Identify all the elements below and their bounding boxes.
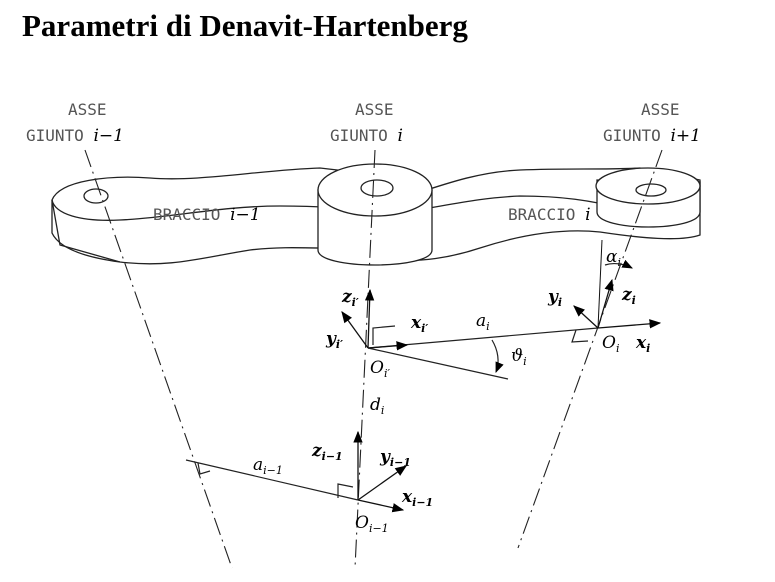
robot-links bbox=[51, 163, 701, 266]
origin-label-i-prime: Oi′ bbox=[370, 358, 390, 380]
axis-line-i-plus-1 bbox=[517, 149, 663, 549]
joint-hole-i-minus-1 bbox=[83, 188, 109, 204]
common-normal-a-prev bbox=[185, 459, 359, 501]
axis-line-i-minus-1 bbox=[84, 149, 233, 569]
origin-label-i-minus-1: Oi−1 bbox=[355, 513, 389, 535]
x-label-i-minus-1: xi−1 bbox=[401, 487, 433, 509]
y-axis-i-minus-1 bbox=[357, 465, 407, 501]
param-a: ai bbox=[476, 311, 490, 333]
axis-label-line2-i-minus-1: GIUNTO i−1 bbox=[26, 126, 124, 146]
y-label-i: yi bbox=[547, 287, 562, 309]
x-axis-i bbox=[597, 319, 662, 329]
alpha-arc bbox=[604, 259, 633, 269]
y-axis-i-prime bbox=[341, 311, 369, 349]
right-angle-mark-4 bbox=[571, 329, 589, 343]
y-label-i-minus-1: yi−1 bbox=[379, 447, 411, 469]
theta-reference-line bbox=[367, 347, 509, 380]
joint-hub-i bbox=[317, 163, 433, 266]
right-angle-mark-3 bbox=[372, 325, 396, 345]
page-title: Parametri di Denavit-Hartenberg bbox=[22, 8, 468, 43]
z-axis-i bbox=[597, 278, 614, 329]
x-label-i: xi bbox=[635, 333, 650, 355]
param-theta: ϑi bbox=[511, 346, 527, 368]
joint-hole-i bbox=[360, 179, 394, 197]
param-d: di bbox=[370, 395, 384, 417]
joint-hole-i-plus-1 bbox=[635, 183, 667, 197]
axis-label-line1-i: ASSE bbox=[355, 100, 394, 119]
y-axis-i bbox=[573, 305, 599, 329]
z-axis-i-prime bbox=[364, 288, 375, 349]
z-label-i-prime: zi′ bbox=[341, 287, 359, 309]
axis-label-line2-i: GIUNTO i bbox=[330, 126, 403, 146]
joint-axes bbox=[84, 149, 663, 569]
y-label-i-prime: yi′ bbox=[325, 329, 343, 351]
theta-arc bbox=[491, 339, 504, 374]
axis-line-i bbox=[354, 149, 376, 569]
right-angle-mark-2 bbox=[337, 483, 354, 498]
alpha-reference-line bbox=[597, 239, 603, 329]
x-axis-i-minus-1 bbox=[357, 499, 405, 513]
x-label-i-prime: xi′ bbox=[410, 313, 428, 335]
joint-hub-i-plus-1 bbox=[595, 167, 701, 228]
frame-arrows bbox=[341, 239, 662, 513]
param-a-prev: ai−1 bbox=[253, 455, 283, 477]
z-label-i-minus-1: zi−1 bbox=[311, 441, 343, 463]
right-angle-mark-1 bbox=[197, 462, 211, 475]
axis-label-line1-i-minus-1: ASSE bbox=[68, 100, 107, 119]
x-axis-i-prime bbox=[367, 341, 409, 351]
link-label-i-minus-1: BRACCIO i−1 bbox=[153, 205, 261, 225]
axis-label-line2-i-plus-1: GIUNTO i+1 bbox=[603, 126, 701, 146]
axis-label-line1-i-plus-1: ASSE bbox=[641, 100, 680, 119]
z-label-i: zi bbox=[621, 285, 636, 307]
link-label-i: BRACCIO i bbox=[508, 205, 591, 225]
origin-label-i: Oi bbox=[602, 333, 619, 355]
param-alpha: αi bbox=[606, 247, 621, 269]
